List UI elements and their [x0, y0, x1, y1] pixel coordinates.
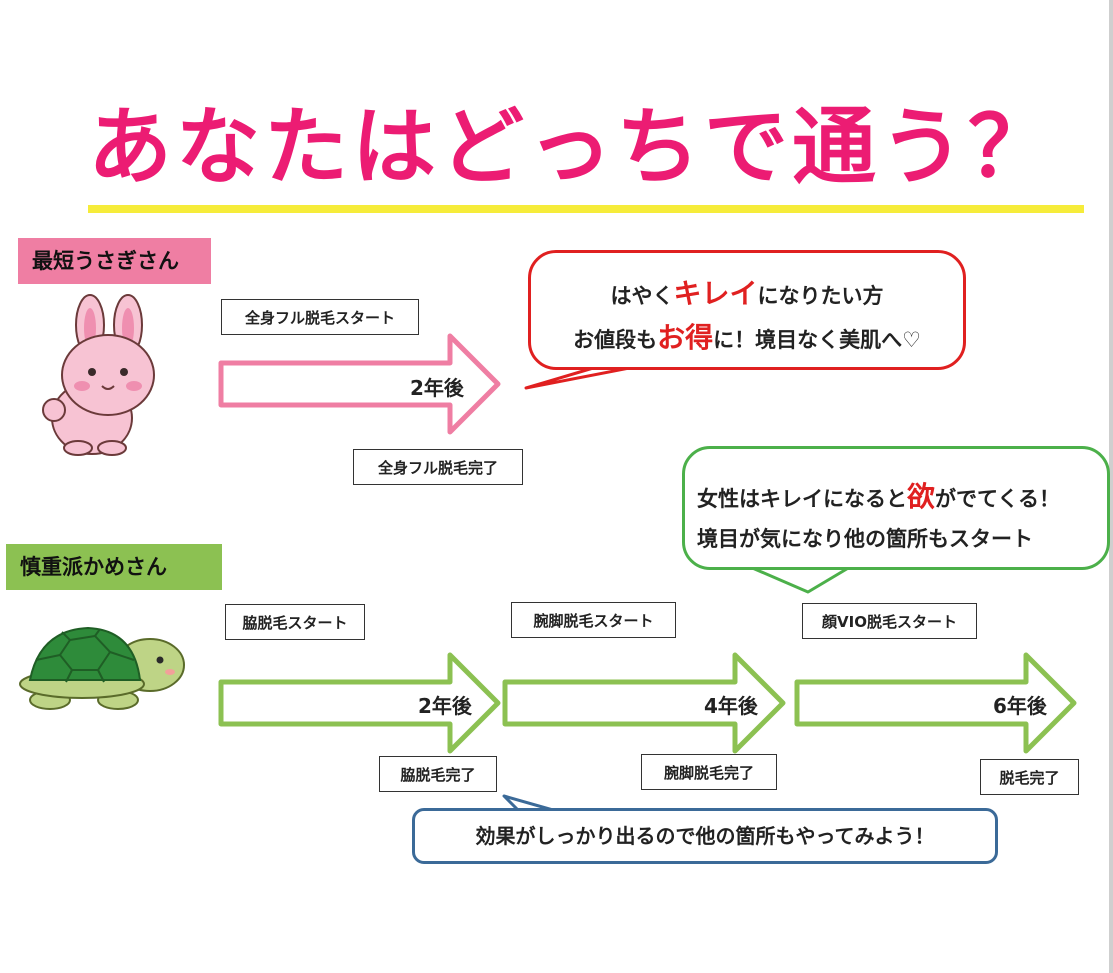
rabbit-bubble-line-1: はやくキレイになりたい方: [610, 277, 884, 310]
page-edge: [1109, 0, 1113, 973]
turtle-stage-1-start: 脇脱毛スタート: [225, 604, 365, 640]
turtle-stage-2-arrow-label: 4年後: [704, 694, 758, 718]
turtle-stage-1-end: 脇脱毛完了: [379, 756, 497, 792]
turtle-speech-bubble: 女性はキレイになると欲がでてくる！ 境目が気になり他の箇所もスタート: [682, 446, 1110, 570]
title-underline: [88, 205, 1084, 213]
turtle-stage-2-end: 腕脚脱毛完了: [641, 754, 777, 790]
turtle-stage-3-arrow-label: 6年後: [993, 694, 1047, 718]
turtle-arrow-1: [218, 652, 501, 754]
turtle-stage-1-arrow-label: 2年後: [418, 694, 472, 718]
turtle-icon: [19, 626, 185, 710]
rabbit-arrow-label: 2年後: [410, 376, 464, 400]
rabbit-arrow: [218, 333, 501, 435]
turtle-bubble-line-1: 女性はキレイになると欲がでてくる！: [697, 480, 1060, 513]
turtle-arrow-2: [502, 652, 786, 754]
turtle-bottom-bubble: 効果がしっかり出るので他の箇所もやってみよう！: [412, 808, 998, 864]
turtle-stage-2-start: 腕脚脱毛スタート: [511, 602, 676, 638]
turtle-stage-3-end: 脱毛完了: [980, 759, 1079, 795]
rabbit-speech-bubble: はやくキレイになりたい方 お値段もお得に！境目なく美肌へ♡: [528, 250, 966, 370]
rabbit-end-box: 全身フル脱毛完了: [353, 449, 523, 485]
rabbit-icon: [42, 294, 155, 456]
turtle-section-label: 慎重派かめさん: [6, 544, 222, 590]
page-title: あなたはどっちで通う？: [88, 98, 1057, 196]
turtle-arrow-3: [794, 652, 1077, 754]
green-bubble-tail: [748, 565, 852, 594]
rabbit-start-box: 全身フル脱毛スタート: [221, 299, 419, 335]
turtle-bubble-line-2: 境目が気になり他の箇所もスタート: [697, 527, 1033, 551]
rabbit-section-label: 最短うさぎさん: [18, 238, 211, 284]
rabbit-bubble-line-2: お値段もお得に！境目なく美肌へ♡: [573, 321, 921, 354]
turtle-stage-3-start: 顔VIO脱毛スタート: [802, 603, 977, 639]
